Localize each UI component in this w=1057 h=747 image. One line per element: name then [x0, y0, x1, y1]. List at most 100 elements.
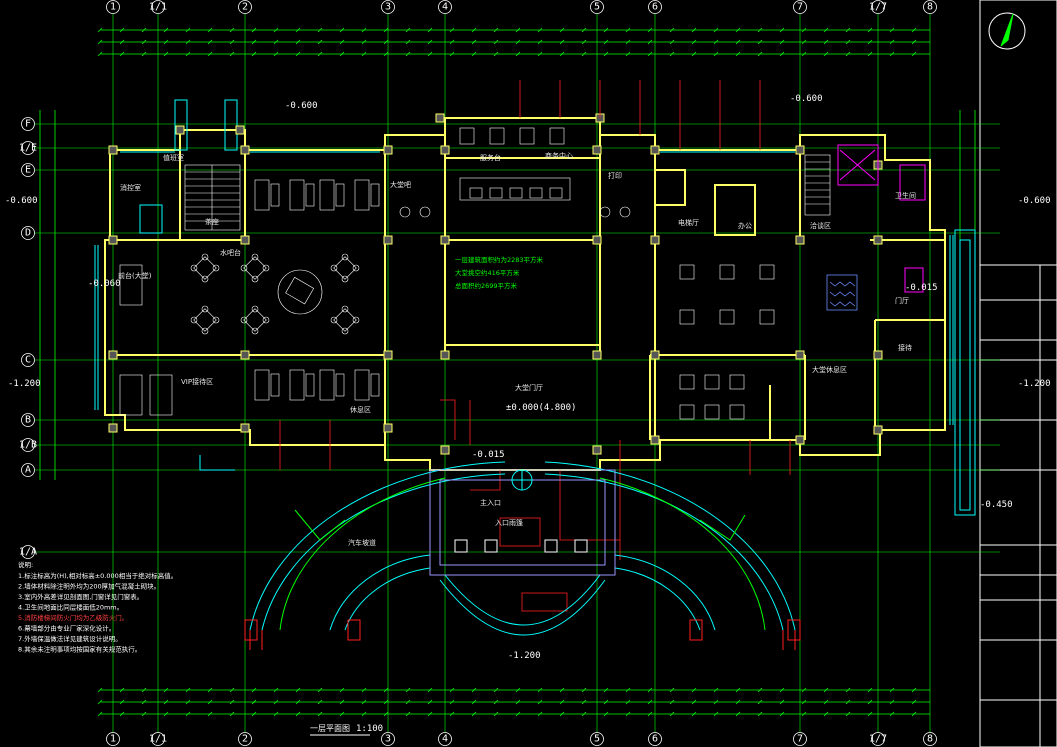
- axis-label-bottom: 5: [594, 734, 600, 745]
- dim-tick: [471, 699, 477, 705]
- dim-tick: [537, 27, 543, 33]
- axis-label-left: 1/B: [19, 440, 37, 451]
- dim-tick: [713, 51, 719, 57]
- room-label-r9: 服务台: [480, 153, 501, 162]
- column: [175, 125, 185, 135]
- dim-tick: [735, 27, 741, 33]
- dim-tick: [493, 39, 499, 45]
- dim-tick: [515, 699, 521, 705]
- axis-label-bottom: 1: [110, 734, 116, 745]
- axis-label-top: 1/1: [149, 2, 167, 13]
- axis-label-top: 3: [385, 2, 391, 13]
- column: [235, 125, 245, 135]
- dim-tick: [801, 27, 807, 33]
- dim-tick: [185, 39, 191, 45]
- axis-bubble-left: [21, 226, 35, 240]
- display-stand-icon: [719, 264, 735, 280]
- dim-tick: [427, 27, 433, 33]
- axis-bubble-bottom: [648, 732, 662, 746]
- axis-bubble-bottom: [871, 732, 885, 746]
- dim-tick: [867, 699, 873, 705]
- booth-table-icon: [335, 373, 345, 397]
- axis-label-bottom: 8: [927, 734, 933, 745]
- furniture-layout: [119, 127, 775, 420]
- dim-tick: [559, 27, 565, 33]
- chair-icon: [352, 316, 360, 324]
- axis-bubble-left: [21, 353, 35, 367]
- dim-tick: [119, 51, 125, 57]
- dim-tick: [735, 711, 741, 717]
- dim-tick: [559, 51, 565, 57]
- dim-tick: [713, 699, 719, 705]
- axis-label-top: 6: [652, 2, 658, 13]
- room-labels: 值班室 消控室 前台(大堂) 茶座 水吧台 VIP接待区 大堂吧 休息区 服务台…: [118, 151, 916, 547]
- dim-tick: [603, 687, 609, 693]
- dim-tick: [889, 51, 895, 57]
- dim-tick: [317, 27, 323, 33]
- axis-bubble-left: [21, 438, 35, 452]
- column: [108, 423, 118, 433]
- dim-tick: [757, 39, 763, 45]
- dim-tick: [823, 27, 829, 33]
- axis-label-bottom: 1/1: [149, 734, 167, 745]
- dim-tick: [757, 27, 763, 33]
- room-label-r4: 茶座: [205, 217, 219, 226]
- level-right-d: -0.015: [905, 283, 938, 293]
- room-label-r22: 大堂休息区: [812, 365, 847, 374]
- dim-tick: [119, 687, 125, 693]
- booth-table-icon: [335, 183, 345, 207]
- dim-tick: [229, 51, 235, 57]
- dim-tick: [383, 699, 389, 705]
- dim-tick: [735, 39, 741, 45]
- dim-tick: [515, 711, 521, 717]
- dim-tick: [449, 711, 455, 717]
- booth-table-icon: [305, 373, 315, 397]
- axis-label-bottom: 6: [652, 734, 658, 745]
- column: [795, 350, 805, 360]
- north-arrow-icon: [988, 12, 1026, 50]
- dim-tick: [647, 699, 653, 705]
- dim-tick: [647, 711, 653, 717]
- dim-tick: [317, 51, 323, 57]
- dim-tick: [119, 27, 125, 33]
- dim-tick: [779, 39, 785, 45]
- room-label-r3: 前台(大堂): [118, 271, 152, 280]
- dim-tick: [273, 711, 279, 717]
- dim-tick: [141, 699, 147, 705]
- booth-table-icon: [370, 373, 380, 397]
- annotation-leaders: [279, 80, 791, 612]
- dim-tick: [691, 51, 697, 57]
- dim-tick: [647, 39, 653, 45]
- display-stand-icon: [679, 264, 695, 280]
- dim-tick: [251, 51, 257, 57]
- desk-icon: [679, 404, 695, 420]
- column: [440, 235, 450, 245]
- dim-tick: [911, 39, 917, 45]
- dim-tick: [97, 699, 103, 705]
- chair-icon: [201, 327, 209, 335]
- column: [873, 350, 883, 360]
- dim-tick: [207, 27, 213, 33]
- dim-tick: [339, 39, 345, 45]
- drawing-scale: 1:100: [356, 724, 383, 734]
- dim-tick: [779, 51, 785, 57]
- dim-tick: [471, 687, 477, 693]
- column: [240, 145, 250, 155]
- axis-bubble-bottom: [923, 732, 937, 746]
- counter-seat-icon: [469, 187, 483, 199]
- axis-bubble-left: [21, 163, 35, 177]
- note-item: 7.外墙保温做法详见建筑设计说明。: [18, 634, 122, 643]
- column: [592, 350, 602, 360]
- axis-bubble-top: [106, 0, 120, 14]
- dim-tick: [581, 687, 587, 693]
- dim-tick: [603, 699, 609, 705]
- callout-line: 一层建筑面积约为2283平方米: [455, 255, 544, 264]
- dim-tick: [141, 711, 147, 717]
- room-label-r21: 打印: [608, 171, 622, 180]
- dim-tick: [867, 27, 873, 33]
- dim-tick: [867, 687, 873, 693]
- dim-tick: [515, 39, 521, 45]
- axis-bubble-left: [21, 545, 35, 559]
- room-label-r16: 洽谈区: [810, 221, 831, 230]
